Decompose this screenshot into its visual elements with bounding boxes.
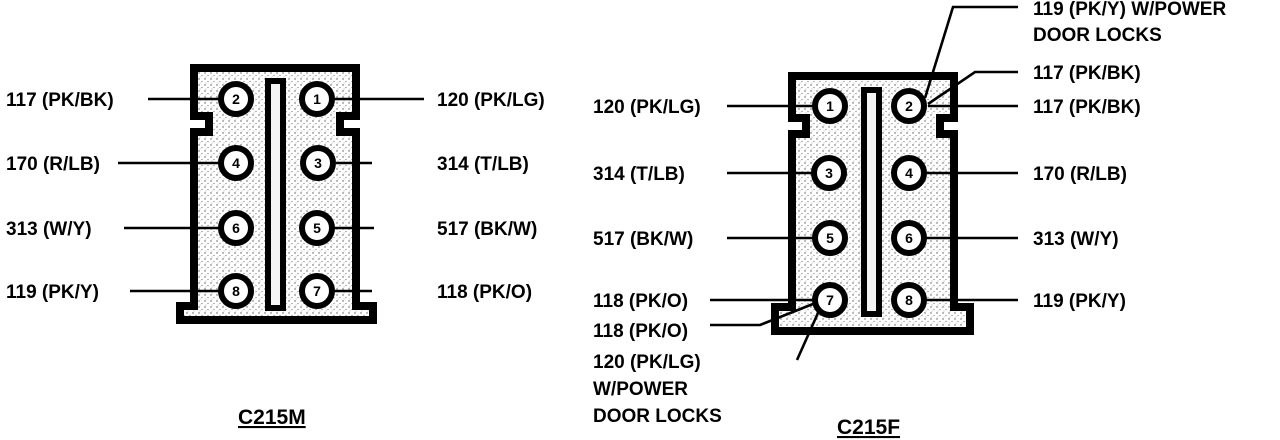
svg-text:7: 7 [826, 292, 834, 308]
label-c215f-pin2-top-line1: 119 (PK/Y) W/POWER [1033, 0, 1226, 20]
label-c215m-pin4: 170 (R/LB) [6, 154, 100, 175]
label-c215f-pin2-top-line2: DOOR LOCKS [1033, 25, 1162, 46]
label-c215f-pin7-c-line3: DOOR LOCKS [593, 406, 722, 427]
label-c215m-pin5: 517 (BK/W) [437, 219, 537, 240]
pin-c215f-3: 3 [811, 155, 847, 191]
label-c215f-pin6: 313 (W/Y) [1033, 229, 1119, 250]
pin-c215f-2: 2 [891, 88, 927, 124]
label-c215f-pin2: 117 (PK/BK) [1033, 97, 1141, 118]
label-c215m-pin3: 314 (T/LB) [437, 154, 529, 175]
label-c215f-pin7-c-line1: 120 (PK/LG) [593, 352, 701, 373]
connector-c215m: 2 1 4 3 6 5 8 7 117 (PK/BK) 120 (PK/LG) … [6, 64, 545, 429]
pin-c215m-1: 1 [299, 81, 335, 117]
svg-text:8: 8 [905, 292, 913, 308]
pin-c215f-6: 6 [891, 220, 927, 256]
svg-text:3: 3 [825, 165, 833, 181]
svg-text:1: 1 [826, 98, 834, 114]
label-c215m-pin6: 313 (W/Y) [6, 219, 92, 240]
label-c215f-pin7-a: 118 (PK/O) [593, 291, 688, 312]
pin-c215m-4: 4 [218, 145, 254, 181]
title-c215f: C215F [837, 416, 900, 439]
label-c215f-pin7-b: 118 (PK/O) [593, 321, 688, 342]
label-c215f-pin4: 170 (R/LB) [1033, 164, 1127, 185]
label-c215m-pin7: 118 (PK/O) [437, 282, 532, 303]
pin-c215f-5: 5 [812, 220, 848, 256]
label-c215f-pin3: 314 (T/LB) [593, 164, 685, 185]
svg-text:6: 6 [905, 230, 913, 246]
pin-c215m-6: 6 [218, 210, 254, 246]
wire-c215f-pin7-b [710, 300, 819, 327]
label-c215f-pin1: 120 (PK/LG) [593, 97, 701, 118]
pin-c215m-2: 2 [218, 81, 254, 117]
pin-c215f-8: 8 [891, 282, 927, 318]
wire-c215f-pin2-mid [927, 70, 1018, 106]
pin-c215m-8: 8 [218, 273, 254, 309]
label-c215f-pin7-c-line2: W/POWER [593, 379, 688, 400]
svg-text:5: 5 [313, 220, 321, 236]
pin-c215f-7: 7 [812, 282, 848, 318]
svg-text:8: 8 [232, 283, 240, 299]
label-c215f-pin5: 517 (BK/W) [593, 229, 693, 250]
pin-c215m-5: 5 [299, 210, 335, 246]
svg-text:4: 4 [905, 165, 913, 181]
pin-c215f-4: 4 [891, 155, 927, 191]
svg-text:3: 3 [314, 155, 322, 171]
svg-text:5: 5 [826, 230, 834, 246]
svg-text:7: 7 [313, 283, 321, 299]
pin-c215f-1: 1 [812, 88, 848, 124]
label-c215f-pin8: 119 (PK/Y) [1033, 291, 1126, 312]
label-c215f-pin2-mid: 117 (PK/BK) [1033, 63, 1141, 84]
svg-text:2: 2 [905, 98, 913, 114]
label-c215m-pin2: 117 (PK/BK) [6, 90, 114, 111]
pin-c215m-3: 3 [300, 145, 336, 181]
connector-c215m-divider [265, 78, 286, 311]
pin-c215m-7: 7 [299, 273, 335, 309]
connector-c215f-divider [861, 87, 882, 317]
svg-text:4: 4 [232, 155, 240, 171]
svg-text:2: 2 [232, 91, 240, 107]
svg-text:6: 6 [232, 220, 240, 236]
wire-c215f-pin2-top [923, 5, 1018, 99]
connector-c215f: 1 2 3 4 5 6 7 8 119 (PK/Y) W/POWER DOOR … [593, 0, 1226, 439]
wire-c215f-pin7-c [795, 303, 824, 361]
title-c215m: C215M [238, 406, 306, 429]
label-c215m-pin1: 120 (PK/LG) [437, 90, 545, 111]
label-c215m-pin8: 119 (PK/Y) [6, 282, 99, 303]
svg-text:1: 1 [313, 91, 321, 107]
